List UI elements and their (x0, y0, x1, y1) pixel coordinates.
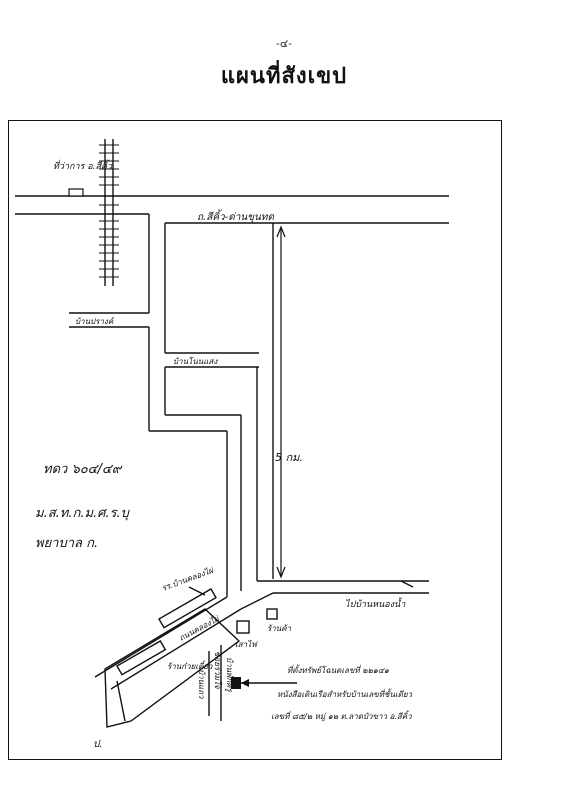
handnote-2: ม.ส.ท.ก.ม.ศ.ร.บุ (35, 506, 131, 521)
label-road-name: ถนนคลองไผ่ (177, 613, 221, 643)
label-distance: 5 กม. (275, 451, 303, 464)
label-lane: ซอยร่วมใจ (213, 651, 223, 689)
road-lines (15, 195, 449, 728)
railway (99, 139, 119, 286)
handnote-1: ทดว ๖๐๔/๔๙ (43, 462, 123, 477)
district-office-icon (68, 188, 84, 197)
label-shop: ร้านค้า (267, 624, 292, 633)
label-pole: เสาไฟ (235, 639, 258, 649)
page-title: แผนที่สังเขป (220, 64, 348, 89)
label-village-1: บ้านปรางค์ (75, 316, 115, 326)
label-market: รร.บ้านคลองไผ่ (160, 565, 215, 593)
target-note-3: เลขที่ ๘๕/๒ หมู่ ๑๒ ต.ลาดบัวขาว อ.สีคิ้ว (271, 710, 412, 722)
corner-mark: ป. (93, 739, 103, 750)
label-branch: ร้านก๋วยเตี๋ยว (167, 660, 213, 671)
label-village-2: บ้านโนนแสง (173, 356, 218, 366)
sketch-map: ที่ว่าการ อ.สีคิ้ว ถ.สีคิ้ว-ด่านขุนทด 5 … (15, 139, 449, 750)
label-district-office: ที่ว่าการ อ.สีคิ้ว (53, 159, 113, 172)
map-frame: ที่ว่าการ อ.สีคิ้ว ถ.สีคิ้ว-ด่านขุนทด 5 … (8, 120, 502, 760)
handnote-3: พยาบาล ก. (35, 536, 98, 551)
distance-arrow (276, 225, 286, 579)
label-house-row: บ้านแถว (197, 669, 206, 699)
label-house-block: บ้านพักครู (224, 657, 234, 694)
label-main-road: ถ.สีคิ้ว-ด่านขุนทด (197, 209, 274, 223)
target-note-1: ที่ตั้งทรัพย์โฉนดเลขที่ ๒๒๑๔๑ (287, 664, 389, 675)
page-number: -๔- (275, 37, 293, 50)
label-village-3: ไปบ้านหนองน้ำ (345, 597, 406, 610)
target-note-2: หนังสือเดินเรือสำหรับบ้านเลขที่ชั้นเดียว (277, 688, 413, 699)
target-property-icon (231, 677, 241, 689)
